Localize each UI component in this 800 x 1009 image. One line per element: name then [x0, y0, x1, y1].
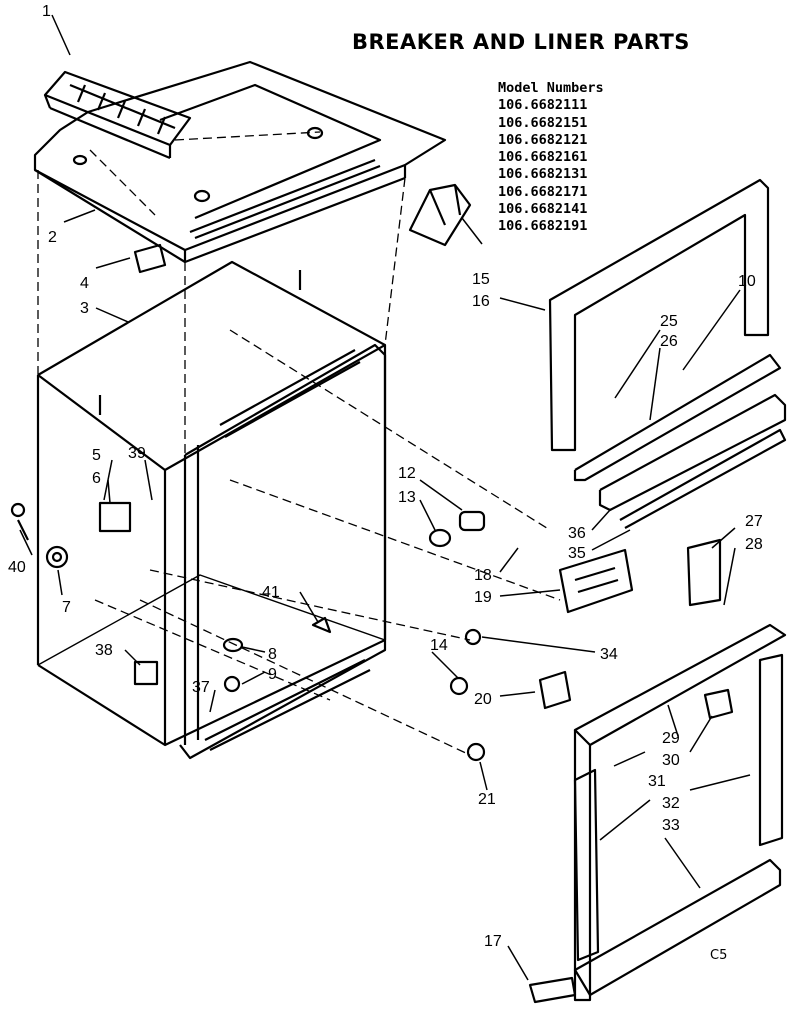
- part-label: 2: [48, 229, 57, 246]
- hinge-29: [703, 688, 734, 720]
- part-label: 17: [484, 933, 502, 950]
- part-label: 3: [80, 300, 89, 317]
- breaker-frame-bottom: [528, 623, 787, 1004]
- socket-12: [458, 510, 486, 532]
- part-label: 31: [648, 773, 666, 790]
- model-numbers-list: Model Numbers 106.6682111 106.6682151 10…: [498, 80, 604, 236]
- leader-lines: [19, 14, 751, 981]
- switch-6: [98, 501, 132, 533]
- plug-40: [10, 502, 26, 518]
- part-label: 41: [262, 584, 280, 601]
- part-label: 5: [92, 447, 101, 464]
- model-numbers-heading: Model Numbers: [498, 80, 604, 96]
- part-label: 33: [662, 817, 680, 834]
- part-label: 37: [192, 679, 210, 696]
- model-number: 106.6682161: [498, 149, 588, 166]
- part-label: 15: [472, 271, 490, 288]
- part-label: 7: [62, 599, 71, 616]
- diagram-code: C5: [710, 948, 728, 963]
- part-label: 12: [398, 465, 416, 482]
- part-label: 18: [474, 567, 492, 584]
- breaker-frame-top: [548, 178, 787, 529]
- part-label: 13: [398, 489, 416, 506]
- knob-15: [408, 183, 472, 247]
- model-number: 106.6682121: [498, 131, 588, 148]
- clip-41: [311, 616, 332, 634]
- part-label: 27: [745, 513, 763, 530]
- shield-19: [558, 548, 634, 614]
- part-label: 21: [478, 791, 496, 808]
- grommet-34: [464, 628, 482, 646]
- model-number: 106.6682141: [498, 201, 588, 218]
- model-number: 106.6682191: [498, 218, 588, 235]
- part-label: 25: [660, 313, 678, 330]
- part-label: 36: [568, 525, 586, 542]
- clip-38: [133, 660, 159, 686]
- bulb-8: [222, 637, 244, 653]
- model-number: 106.6682131: [498, 166, 588, 183]
- cam-4: [133, 243, 167, 274]
- model-number: 106.6682151: [498, 114, 588, 131]
- part-label: 35: [568, 545, 586, 562]
- part-label: 16: [472, 293, 490, 310]
- part-label: 14: [430, 637, 448, 654]
- part-number-labels: 1 2 4 3 5 6 39 40 7 38 37 8 9 41 12 13 1…: [8, 3, 763, 950]
- bulb-13: [428, 528, 452, 548]
- screw-14: [449, 676, 469, 696]
- part-label: 29: [662, 730, 680, 747]
- liner-box: [36, 260, 387, 760]
- bracket-27: [686, 538, 722, 607]
- part-label: 19: [474, 589, 492, 606]
- part-label: 32: [662, 795, 680, 812]
- part-label: 8: [268, 646, 277, 663]
- knob-7: [45, 545, 69, 569]
- part-label: 1: [42, 3, 51, 20]
- part-label: 10: [738, 273, 756, 290]
- breaker-top-panel: [33, 60, 447, 264]
- bracket-20: [538, 670, 572, 710]
- nut-9: [223, 675, 241, 693]
- model-number: 106.6682111: [498, 97, 588, 114]
- part-label: 9: [268, 666, 277, 683]
- part-label: 6: [92, 470, 101, 487]
- part-label: 4: [80, 275, 89, 292]
- dashed-guides: [37, 131, 561, 756]
- part-label: 20: [474, 691, 492, 708]
- diagram-title: BREAKER AND LINER PARTS: [352, 30, 690, 54]
- part-label: 39: [128, 445, 146, 462]
- cap-21: [466, 742, 486, 762]
- part-label: 30: [662, 752, 680, 769]
- part-label: 40: [8, 559, 26, 576]
- part-label: 26: [660, 333, 678, 350]
- part-label: 34: [600, 646, 618, 663]
- part-label: 28: [745, 536, 763, 553]
- model-number: 106.6682171: [498, 183, 588, 200]
- top-vent-grille: [43, 70, 192, 160]
- part-label: 38: [95, 642, 113, 659]
